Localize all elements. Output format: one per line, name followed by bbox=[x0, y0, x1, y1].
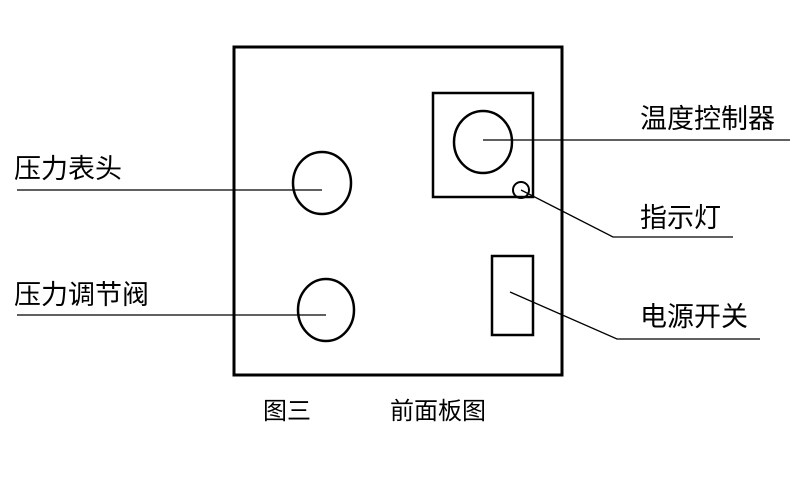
front-panel bbox=[232, 45, 564, 377]
caption-title: 前面板图 bbox=[390, 397, 486, 425]
label-indicator-light: 指示灯 bbox=[640, 203, 721, 234]
pressure-gauge bbox=[291, 150, 353, 216]
power-switch bbox=[490, 254, 535, 337]
label-temperature-controller: 温度控制器 bbox=[640, 104, 775, 135]
temperature-controller-box bbox=[431, 91, 535, 199]
indicator-light bbox=[512, 181, 530, 199]
label-pressure-gauge: 压力表头 bbox=[14, 154, 122, 185]
temperature-controller-dial bbox=[452, 109, 514, 175]
label-power-switch: 电源开关 bbox=[640, 302, 748, 333]
label-pressure-valve: 压力调节阀 bbox=[14, 280, 149, 311]
leader-line-power-switch bbox=[509, 291, 760, 340]
leader-line-indicator-light bbox=[520, 189, 733, 238]
pressure-valve bbox=[296, 277, 356, 343]
caption-figure-number: 图三 bbox=[263, 397, 311, 425]
